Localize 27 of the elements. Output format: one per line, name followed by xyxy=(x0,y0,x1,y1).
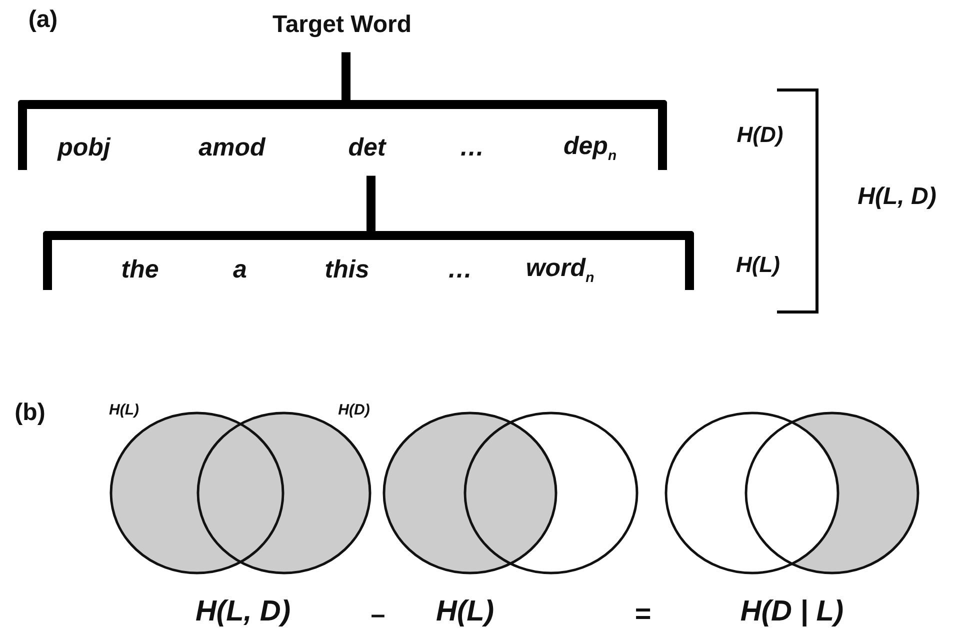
tree-label: … xyxy=(460,134,484,162)
tree-bracket xyxy=(18,100,667,170)
tree-label: word$_{n}$ xyxy=(526,254,594,286)
tree-label: the xyxy=(121,256,159,284)
entropy-label: H(D) xyxy=(736,124,784,146)
entropy-label: H(D) xyxy=(338,402,370,418)
tree-connector xyxy=(342,52,350,101)
tree-label: amod xyxy=(198,134,266,162)
formula-term: H(D | L) xyxy=(740,598,844,626)
operator: – xyxy=(370,601,386,627)
tree-label: a xyxy=(233,256,247,284)
tree-label: this xyxy=(324,256,370,284)
panel-label: (a) xyxy=(28,8,58,32)
formula-term: H(L) xyxy=(436,598,494,626)
tree-label: … xyxy=(448,256,472,284)
formula-term: H(L, D) xyxy=(195,598,291,626)
operator: = xyxy=(634,600,652,628)
entropy-label: H(L) xyxy=(109,402,139,418)
panel-label: (b) xyxy=(14,401,46,425)
tree-connector xyxy=(366,176,376,232)
root-word: Target Word xyxy=(272,12,412,38)
entropy-label: H(L) xyxy=(736,254,780,276)
tree-bracket xyxy=(43,231,694,290)
tree-label: dep$_{n}$ xyxy=(564,132,616,164)
entropy-label: H(L, D) xyxy=(858,185,936,209)
tree-label: pobj xyxy=(58,134,110,162)
tree-label: det xyxy=(348,134,386,162)
